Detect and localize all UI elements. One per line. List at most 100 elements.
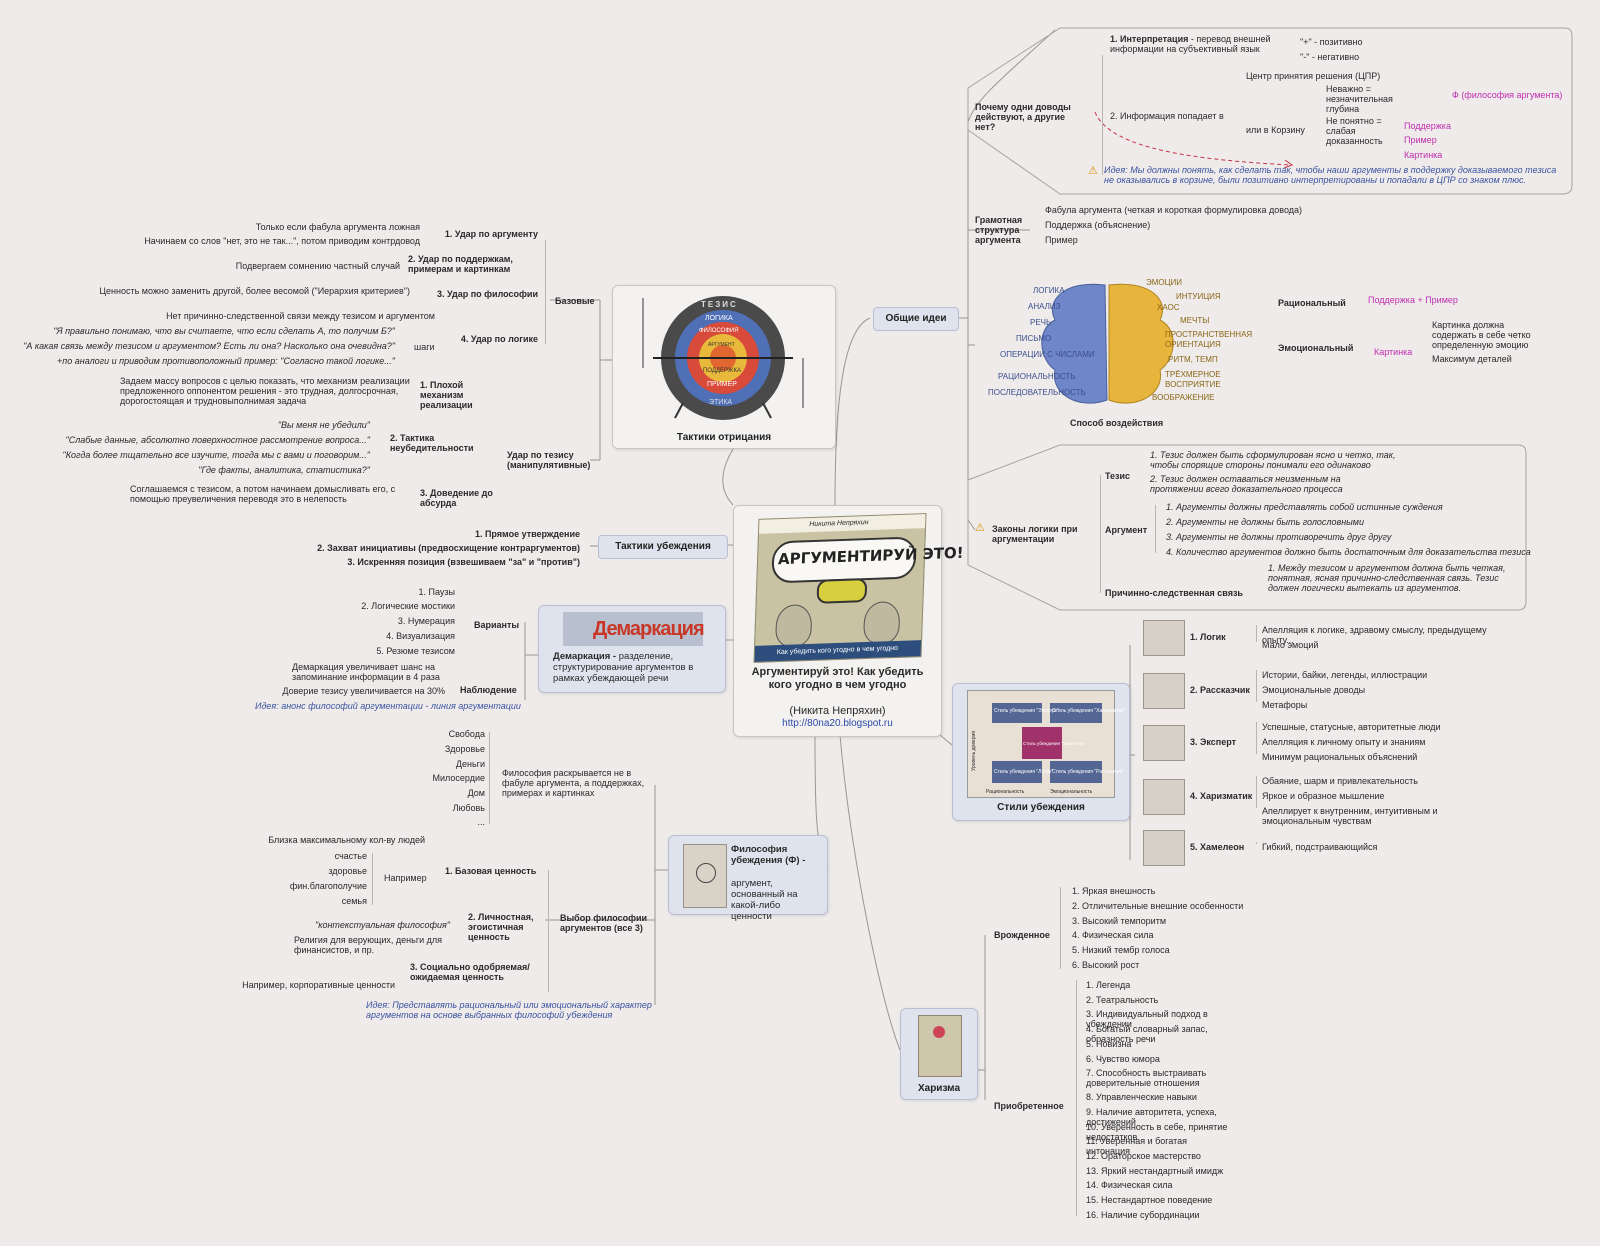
acquired-item: 11. Уверенная и богатая интонация — [1086, 1136, 1188, 1157]
matrix-cell-charismatic: Стиль убеждения "Харизматик" — [1052, 708, 1126, 714]
step-1: "Я правильно понимаю, что вы считаете, ч… — [53, 326, 395, 336]
interpretation-label: 1. Интерпретация — [1110, 34, 1189, 44]
logic-causal-label: Причинно-следственная связь — [1105, 588, 1243, 598]
why-label: Почему одни доводы действуют, а другие н… — [975, 102, 1071, 132]
acquired-item: 14. Физическая сила — [1086, 1180, 1173, 1191]
demarcation-card[interactable]: Демаркация Демаркация - разделение, стру… — [538, 605, 726, 693]
acquired-item: 9. Наличие авторитета, успеха, достижени… — [1086, 1106, 1217, 1127]
step-3: +по аналоги и приводим противоположный п… — [57, 356, 395, 366]
style-note: Обаяние, шарм и привлекательность — [1262, 776, 1418, 786]
example-4: семья — [341, 896, 367, 906]
blow-logic-label: 4. Удар по логике — [460, 334, 538, 344]
brain-right-word: РИТМ, ТЕМП — [1168, 355, 1218, 364]
personal-value-label: 2. Личностная, эгоистичная ценность — [468, 912, 534, 942]
brain-right-word: ЭМОЦИИ — [1146, 278, 1183, 287]
charisma-card[interactable]: Харизма — [900, 1008, 978, 1100]
blow-support-label: 2. Удар по поддержкам, примерам и картин… — [408, 254, 513, 274]
quote-1: "Вы меня не убедили" — [277, 420, 370, 430]
logic-label: Законы логики при аргументации — [992, 524, 1078, 544]
basic-label: Базовые — [555, 296, 595, 306]
emotional-note-1: Картинка должна содержать в себе четко о… — [1432, 320, 1531, 350]
choice-label: Выбор философии аргументов (все 3) — [560, 913, 648, 933]
emotional-pink: Картинка — [1374, 347, 1413, 357]
demarcation-word: Демаркация — [593, 618, 705, 640]
example-3: фин.благополучие — [289, 881, 367, 891]
warning-icon: ⚠ — [1088, 165, 1098, 177]
unclear-label: Не понятно = слабая доказанность — [1326, 116, 1383, 146]
basic-value-note: Близка максимальному кол-ву людей — [268, 835, 425, 845]
target-label-argument: АРГУМЕНТ — [708, 342, 735, 348]
structure-item-1: Фабула аргумента (четкая и короткая форм… — [1045, 205, 1303, 215]
structure-item-2: Поддержка (объяснение) — [1045, 220, 1151, 230]
acquired-item: 10. Уверенность в себе, принятие недоста… — [1086, 1121, 1228, 1142]
rational-label: Рациональный — [1278, 298, 1346, 308]
rational-note: Поддержка + Пример — [1368, 295, 1458, 305]
acquired-item: 12. Ораторское мастерство — [1086, 1151, 1201, 1161]
philosophy-title: Философия убеждения (Ф) - — [731, 844, 806, 866]
book-cover-image: Никита Непряхин АРГУМЕНТИРУЙ ЭТО! Как уб… — [753, 513, 964, 663]
acquired-item: 8. Управленческие навыки — [1086, 1092, 1197, 1103]
styles-card[interactable]: Стиль убеждения "Эксперт" Стиль убеждени… — [952, 683, 1130, 821]
style-illustration — [1143, 830, 1185, 866]
blow-argument-label: 1. Удар по аргументу — [444, 229, 538, 239]
quote-2: "Слабые данные, абсолютно поверхностное … — [65, 435, 370, 445]
thesis-blow-label: Удар по тезису (манипулятивные) — [507, 450, 591, 470]
matrix-cell-expert: Стиль убеждения "Эксперт" — [994, 708, 1059, 714]
style-label: 3. Эксперт — [1190, 737, 1237, 747]
emotional-note-2: Максимум деталей — [1432, 354, 1512, 364]
logic-warning-icon: ⚠ — [975, 522, 985, 534]
brain-left-word: ОПЕРАЦИИ С ЧИСЛАМИ — [1000, 350, 1095, 359]
variant-2: 2. Логические мостики — [361, 601, 455, 611]
demarcation-desc: разделение, структурирование аргументов … — [553, 651, 694, 684]
logic-argument-3: 3. Аргументы не должны противоречить дру… — [1166, 532, 1392, 542]
logic-thesis-label: Тезис — [1105, 471, 1131, 481]
matrix-x-axis: Рациональность — [986, 789, 1025, 795]
central-topic-card[interactable]: Никита Непряхин АРГУМЕНТИРУЙ ЭТО! Как уб… — [733, 505, 964, 737]
acquired-item: 2. Театральность — [1086, 994, 1159, 1005]
book-author: Никита Непряхин — [809, 519, 869, 529]
target-label-support: ПОДДЕРЖКА — [703, 368, 741, 374]
style-illustration — [1143, 673, 1185, 709]
variants-label: Варианты — [474, 620, 520, 630]
blog-link[interactable]: http://80na20.blogspot.ru — [782, 718, 893, 729]
logic-thesis-1: 1. Тезис должен быть сформулирован ясно … — [1150, 450, 1396, 470]
brain-right-word: ХАОС — [1157, 303, 1180, 312]
style-label: 4. Харизматик — [1190, 791, 1253, 801]
demarcation-image: Демаркация — [563, 612, 705, 646]
brain-right-word: ИНТУИЦИЯ — [1176, 292, 1221, 301]
style-note: Апелляция к личному опыту и знаниям — [1262, 737, 1426, 747]
acquired-item: 5. Новизна — [1086, 1038, 1132, 1049]
absurd-label: 3. Доведение до абсурда — [420, 488, 493, 508]
demarcation-idea: Идея: анонс философий аргументации - лин… — [255, 701, 521, 711]
phi-label: Ф (философия аргумента) — [1452, 90, 1563, 100]
social-value-label: 3. Социально одобряемая/ожидаемая ценнос… — [410, 962, 530, 982]
philosophy-card[interactable]: Философия убеждения (Ф) - аргумент, осно… — [668, 835, 828, 922]
book-badge — [816, 578, 868, 604]
bad-mechanism-note: Задаем массу вопросов с целью показать, … — [120, 376, 410, 406]
brain-right-word: ВООБРАЖЕНИЕ — [1152, 393, 1215, 402]
style-note: Гибкий, подстраивающийся — [1262, 842, 1378, 852]
picture-label: Картинка — [1404, 150, 1443, 160]
style-label: 5. Хамелеон — [1190, 842, 1245, 852]
matrix-x-axis-2: Эмоциональность — [1050, 789, 1093, 795]
innate-item: 4. Физическая сила — [1072, 930, 1154, 941]
plus-label: "+" - позитивно — [1300, 37, 1363, 47]
style-illustration — [1143, 620, 1185, 656]
target-label-ethics: ЭТИКА — [709, 399, 733, 406]
styles-matrix: Стиль убеждения "Эксперт" Стиль убеждени… — [967, 690, 1125, 798]
unconvincing-label: 2. Тактика неубедительности — [390, 433, 474, 453]
denial-tactics-card[interactable]: ТЕЗИС ЛОГИКА ФИЛОСОФИЯ АРГУМЕНТ ПОДДЕРЖК… — [612, 285, 836, 449]
value-2: Здоровье — [444, 744, 485, 754]
philosophy-desc: аргумент, основанный на какой-либо ценно… — [731, 878, 798, 922]
general-ideas-node[interactable]: Общие идеи — [873, 307, 959, 331]
innate-label: Врожденное — [994, 930, 1050, 940]
basket-label: или в Корзину — [1246, 125, 1305, 135]
example-pink-label: Пример — [1404, 135, 1437, 145]
innate-item: 6. Высокий рост — [1072, 960, 1140, 970]
persuasion-tactics-node[interactable]: Тактики убеждения — [598, 535, 728, 559]
matrix-cell-storyteller: Стиль убеждения "Рассказчик" — [1052, 769, 1124, 775]
denial-tactics-title: Тактики отрицания — [676, 432, 772, 443]
target-label-example: ПРИМЕР — [707, 381, 737, 388]
philosophy-idea: Идея: Представлять рациональный или эмоц… — [366, 1000, 652, 1020]
example-1: счастье — [334, 851, 367, 861]
